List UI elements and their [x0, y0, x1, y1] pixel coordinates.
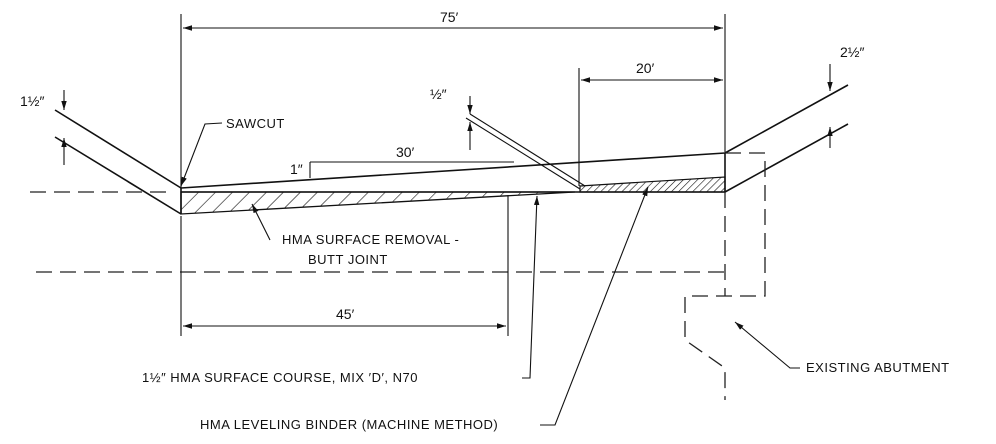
removal-leader [251, 203, 271, 241]
surface-course-top [180, 152, 726, 189]
abutment-label: EXISTING ABUTMENT [806, 360, 950, 375]
sawcut-leader [180, 122, 223, 187]
removal-label-line1: HMA SURFACE REMOVAL - [282, 232, 459, 247]
dim-30-label: 30′ [396, 144, 415, 160]
dim-45-label: 45′ [336, 306, 355, 322]
abutment-outline [684, 152, 766, 400]
binder-label: HMA LEVELING BINDER (MACHINE METHOD) [200, 417, 498, 432]
dim-1in-label: 1″ [290, 161, 303, 177]
mid-slab-bottom [469, 113, 586, 187]
removal-label-line2: BUTT JOINT [308, 252, 388, 267]
mid-slab-top [465, 117, 581, 190]
dim-20-label: 20′ [636, 60, 655, 76]
depth-right-label: 2½″ [840, 44, 864, 60]
surface-course-label: 1½″ HMA SURFACE COURSE, MIX ′D′, N70 [142, 370, 418, 385]
left-slab-bottom [54, 136, 182, 215]
depth-left-label: 1½″ [20, 93, 44, 109]
right-slab-top [724, 84, 849, 154]
dim-75-label: 75′ [440, 9, 459, 25]
abutment-leader [734, 321, 800, 369]
sawcut-label: SAWCUT [226, 116, 285, 131]
leveling-binder-wedge [579, 176, 726, 193]
surface-course-leader [522, 195, 540, 379]
surface-removal-wedge [180, 191, 576, 215]
binder-leader [540, 186, 649, 426]
depth-mid-label: ½″ [430, 86, 447, 102]
left-slab-top [54, 109, 182, 189]
